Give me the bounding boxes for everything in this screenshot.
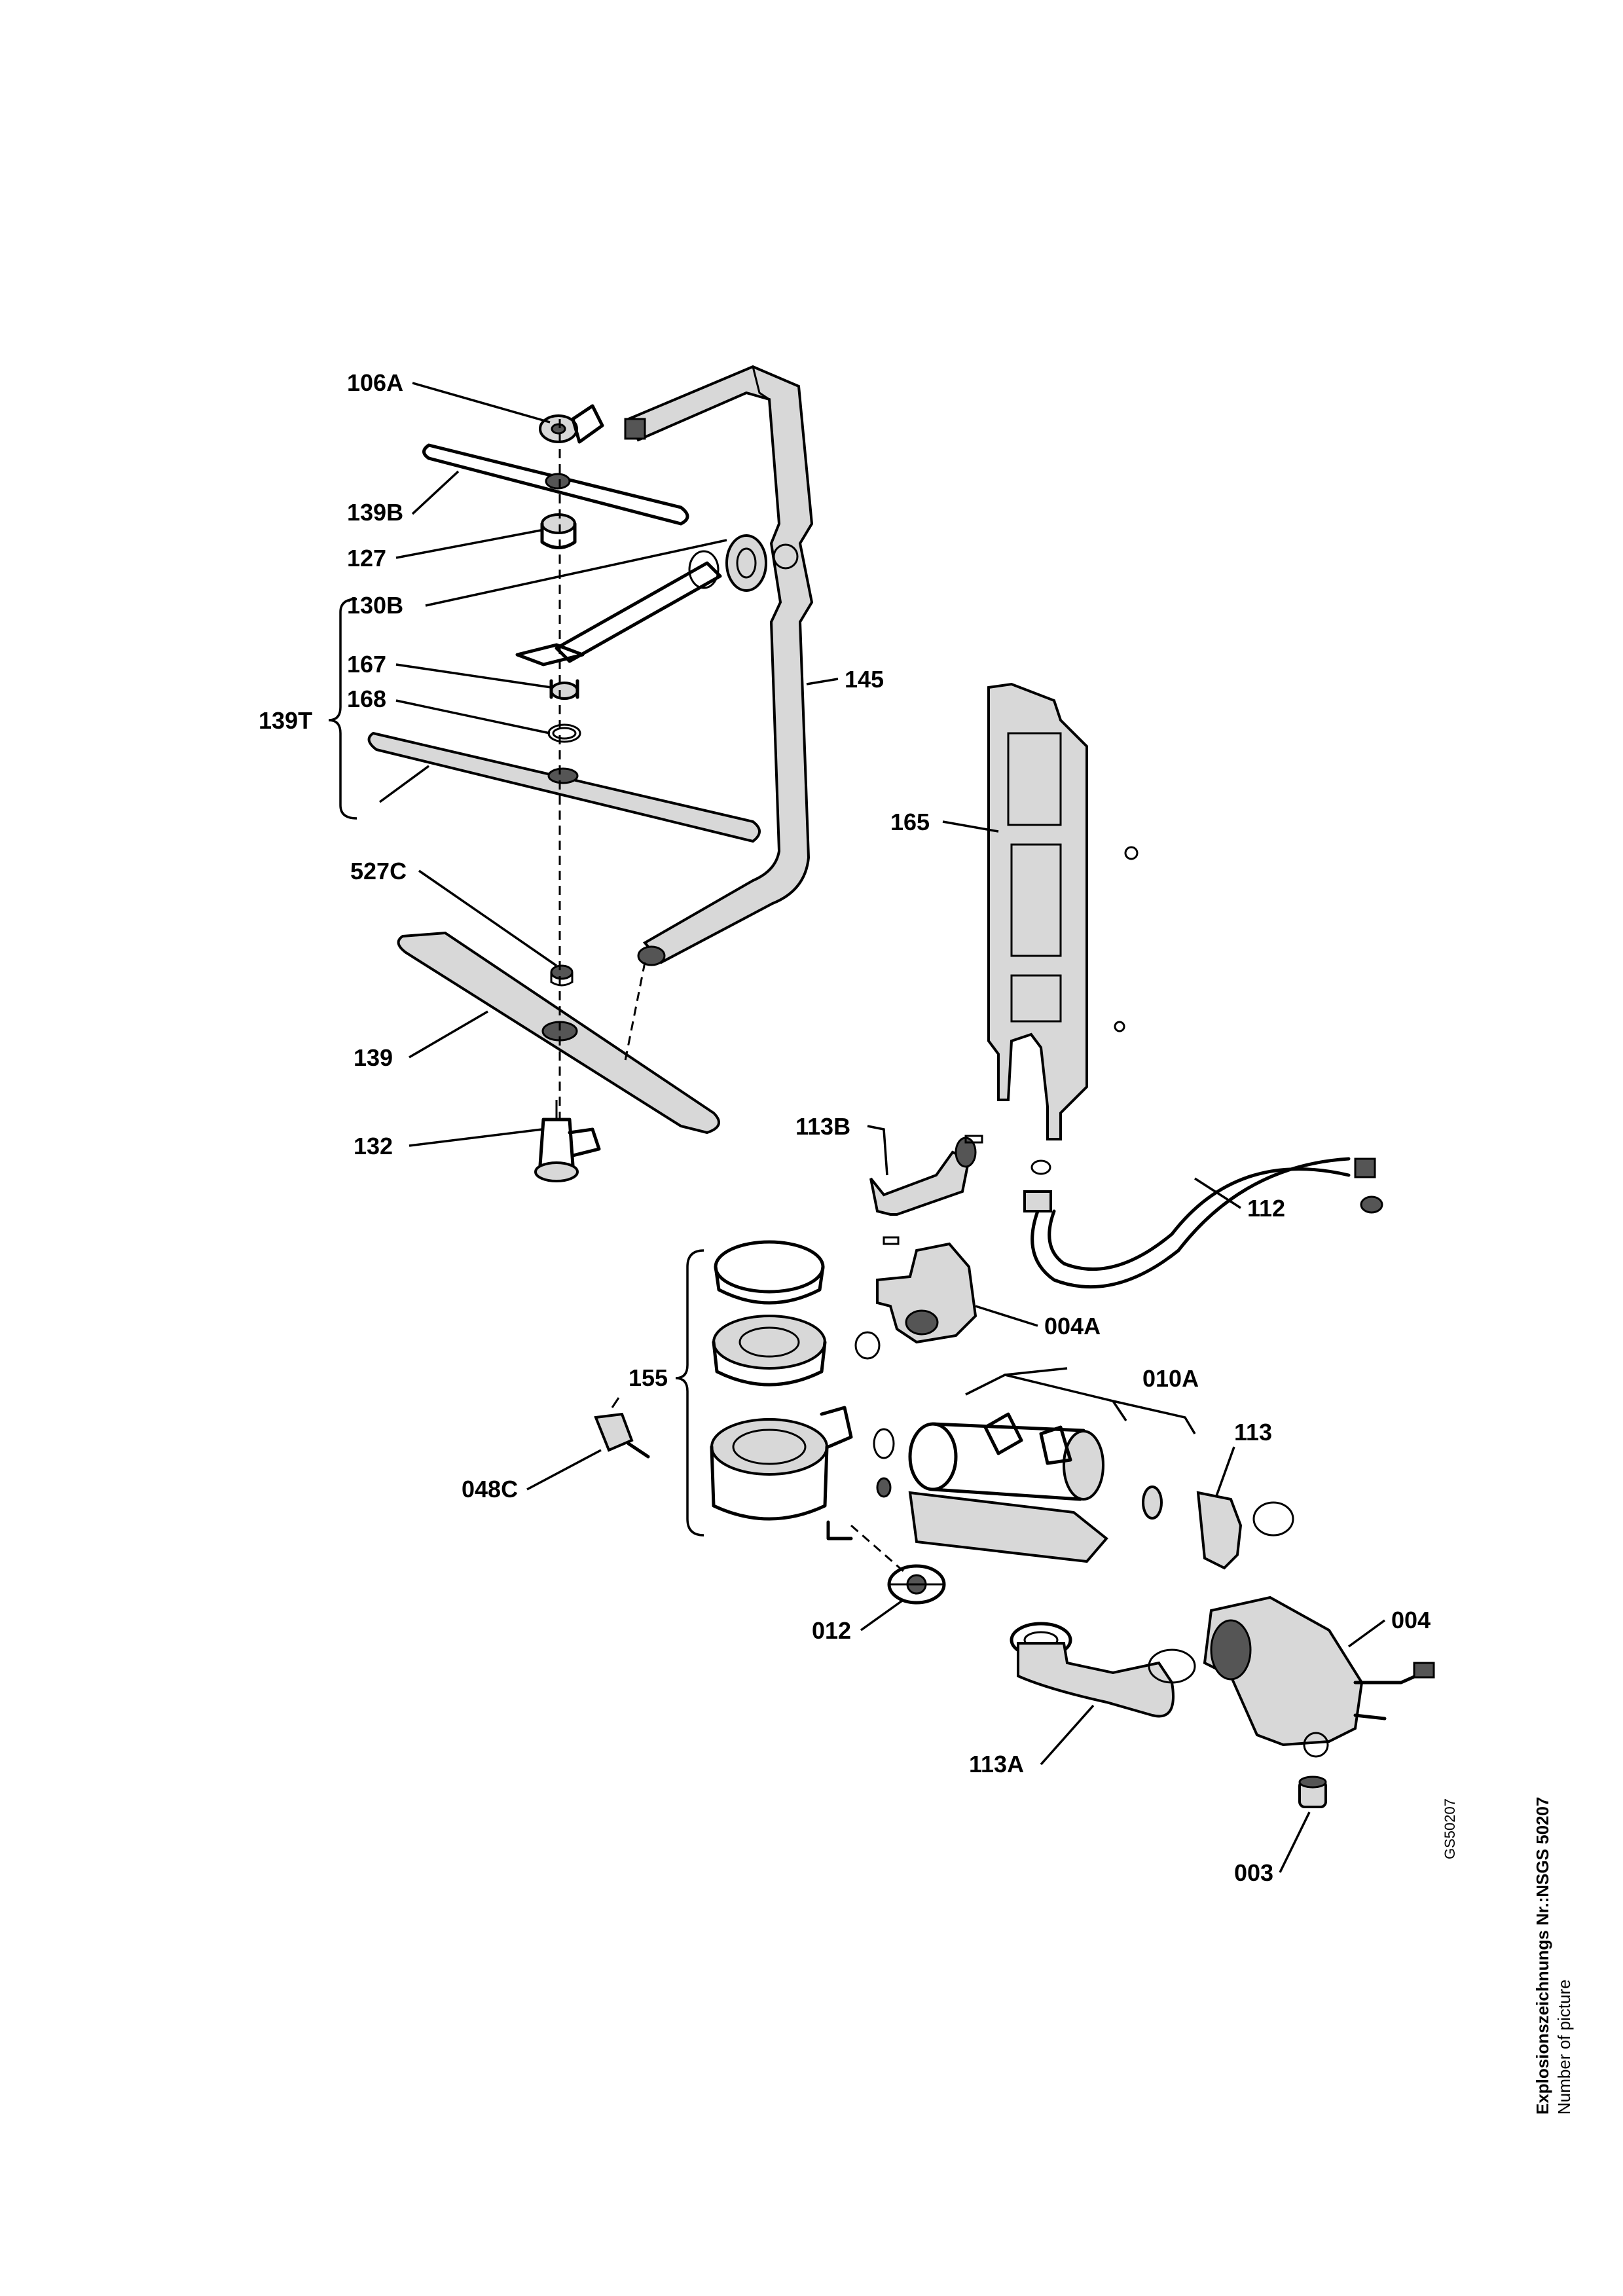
leader-139 — [409, 1010, 488, 1059]
part-113-elbow — [1196, 1491, 1294, 1570]
leader-113 — [1215, 1446, 1235, 1497]
leader-139T — [378, 765, 430, 803]
leader-127 — [395, 529, 541, 559]
leader-167 — [395, 663, 552, 689]
label-012: 012 — [812, 1617, 851, 1644]
leader-130B — [425, 539, 727, 607]
label-004: 004 — [1391, 1607, 1431, 1633]
part-113A-drain-hose — [1010, 1622, 1196, 1718]
leader-165 — [942, 820, 999, 833]
part-168-ring — [547, 723, 581, 743]
drawing-number-title: Explosionszeichnungs Nr.:NSGS 50207 — [1533, 1797, 1552, 2115]
part-527C-cap — [550, 964, 574, 987]
part-010A-heater — [873, 1412, 1163, 1563]
label-113B: 113B — [795, 1113, 850, 1140]
leader-048C — [526, 1449, 602, 1491]
part-145-water-tube — [624, 365, 814, 966]
drawing-number-subtitle: Number of picture — [1554, 1979, 1574, 2115]
leader-113A — [1040, 1704, 1095, 1766]
label-113A: 113A — [969, 1751, 1024, 1777]
leader-132 — [409, 1128, 543, 1147]
label-004A: 004A — [1044, 1313, 1101, 1339]
bracket-010A-branch-2 — [1112, 1400, 1127, 1421]
label-139T: 139T — [259, 707, 312, 734]
part-155-sump — [710, 1240, 853, 1540]
part-165-frame — [987, 682, 1139, 1140]
label-113: 113 — [1234, 1419, 1272, 1446]
label-127: 127 — [347, 545, 386, 572]
leader-527C — [418, 869, 557, 967]
leader-003 — [1279, 1812, 1311, 1873]
part-167-bearing — [549, 679, 579, 700]
part-113B-hose-elbow — [869, 1137, 977, 1245]
label-155: 155 — [629, 1364, 668, 1391]
leader-113B — [867, 1125, 888, 1176]
bracket-155 — [675, 1249, 704, 1537]
leader-112 — [1194, 1177, 1241, 1209]
part-139-lower-spray-arm — [397, 931, 720, 1135]
leader-106A — [412, 382, 551, 424]
part-139T-middle-spray-arm — [367, 731, 761, 843]
leader-012 — [860, 1599, 903, 1631]
part-106A-nozzle — [539, 404, 604, 444]
label-112: 112 — [1247, 1195, 1285, 1222]
part-004-pump — [1203, 1595, 1435, 1758]
leader-139B — [411, 470, 460, 515]
part-132-arm-holder — [534, 1100, 601, 1182]
label-139: 139 — [354, 1044, 393, 1071]
label-145: 145 — [845, 666, 884, 693]
part-012-cover — [850, 1524, 946, 1605]
label-003: 003 — [1234, 1859, 1273, 1886]
label-106A: 106A — [347, 369, 403, 396]
label-048C: 048C — [462, 1476, 518, 1503]
leader-004A — [975, 1305, 1038, 1327]
label-168: 168 — [347, 685, 386, 712]
bracket-139T — [328, 598, 357, 820]
label-527C: 527C — [350, 858, 407, 884]
part-004A-valve — [854, 1242, 977, 1360]
label-010A: 010A — [1142, 1365, 1199, 1392]
label-132: 132 — [354, 1133, 393, 1159]
label-130B: 130B — [347, 592, 403, 619]
part-048C-sensor — [594, 1397, 650, 1459]
part-139B-upper-spray-arm — [422, 443, 689, 526]
leader-004 — [1347, 1619, 1386, 1648]
label-167: 167 — [347, 651, 386, 678]
part-130B-gasket — [725, 534, 767, 592]
label-165: 165 — [890, 809, 930, 835]
drawing-code: GS50207 — [1442, 1798, 1458, 1859]
bracket-010A-branch-1 — [1004, 1367, 1068, 1376]
part-127-nut — [540, 513, 577, 549]
part-112-hose — [964, 1135, 1383, 1289]
part-003-plug — [1298, 1776, 1327, 1808]
leader-145 — [806, 678, 839, 685]
assembly-axis-tube — [624, 962, 646, 1061]
part-upper-arm-tube — [515, 550, 722, 666]
leader-168 — [395, 699, 551, 735]
label-139B: 139B — [347, 499, 403, 526]
